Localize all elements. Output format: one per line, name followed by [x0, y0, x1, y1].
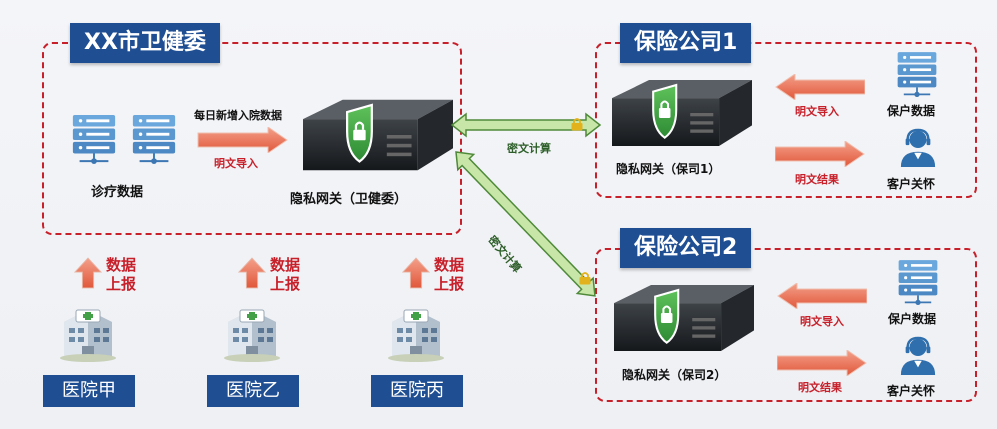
health-commission-region: [42, 42, 462, 235]
insurer1-import-label: 明文导入: [795, 105, 839, 118]
insurer1-import-arrow: [775, 74, 865, 100]
medical-db-icon-1: [70, 113, 118, 167]
commission-gateway-server: [303, 96, 453, 174]
cipher-compute-label-1: 密文计算: [507, 142, 551, 155]
insurer1-policyholder-data-label: 保户数据: [887, 104, 936, 118]
insurer2-policyholder-db-icon: [896, 258, 940, 308]
insurer2-import-arrow: [777, 283, 867, 309]
insurer2-result-arrow: [777, 350, 867, 376]
plain-import-label: 明文导入: [214, 157, 258, 170]
insurer2-title: 保险公司2: [620, 228, 752, 268]
insurer1-result-label: 明文结果: [795, 173, 839, 186]
insurer1-policyholder-db-icon: [895, 50, 939, 100]
lock-icon-1: [570, 117, 584, 131]
hospital-tag-2: 医院乙: [207, 375, 299, 407]
lock-icon-2: [578, 271, 592, 285]
insurer2-import-label: 明文导入: [800, 315, 844, 328]
upload-arrow-1: [74, 257, 102, 289]
insurer1-gateway-server: [612, 78, 752, 148]
insurer1-customer-service-icon: [899, 127, 937, 169]
hospital-building-icon-2: [222, 304, 282, 364]
data-upload-label-2a: 数据: [270, 256, 301, 274]
commission-gateway-label: 隐私网关（卫健委）: [290, 192, 408, 207]
upload-arrow-2: [238, 257, 266, 289]
insurer1-gateway-label: 隐私网关（保司1）: [616, 162, 721, 176]
insurer2-policyholder-data-label: 保户数据: [888, 312, 937, 326]
medical-db-icon-2: [130, 113, 178, 167]
insurer1-customer-care-label: 客户关怀: [887, 177, 936, 191]
data-upload-label-3a: 数据: [434, 256, 465, 274]
import-arrow: [193, 127, 293, 153]
insurer1-result-arrow: [775, 141, 865, 167]
cipher-links: [450, 112, 602, 297]
hospital-building-icon-1: [58, 304, 118, 364]
upload-arrow-3: [402, 257, 430, 289]
insurer2-gateway-label: 隐私网关（保司2）: [622, 368, 727, 382]
hospital-building-icon-3: [386, 304, 446, 364]
hospital-tag-3: 医院丙: [371, 375, 463, 407]
insurer2-result-label: 明文结果: [798, 381, 842, 394]
insurer2-region: [595, 248, 977, 402]
hospital-tag-1: 医院甲: [43, 375, 135, 407]
data-upload-label-1a: 数据: [106, 256, 137, 274]
daily-new-admission-label: 每日新增入院数据: [194, 109, 282, 122]
medical-data-label: 诊疗数据: [91, 185, 144, 200]
insurer2-customer-care-label: 客户关怀: [887, 384, 936, 398]
insurer1-region: [595, 42, 977, 198]
data-upload-label-1b: 上报: [106, 275, 137, 293]
insurer2-gateway-server: [614, 283, 754, 353]
insurer1-title: 保险公司1: [620, 23, 752, 63]
data-upload-label-2b: 上报: [270, 275, 301, 293]
data-upload-label-3b: 上报: [434, 275, 465, 293]
insurer2-customer-service-icon: [899, 335, 937, 377]
health-commission-title: XX市卫健委: [70, 23, 220, 63]
